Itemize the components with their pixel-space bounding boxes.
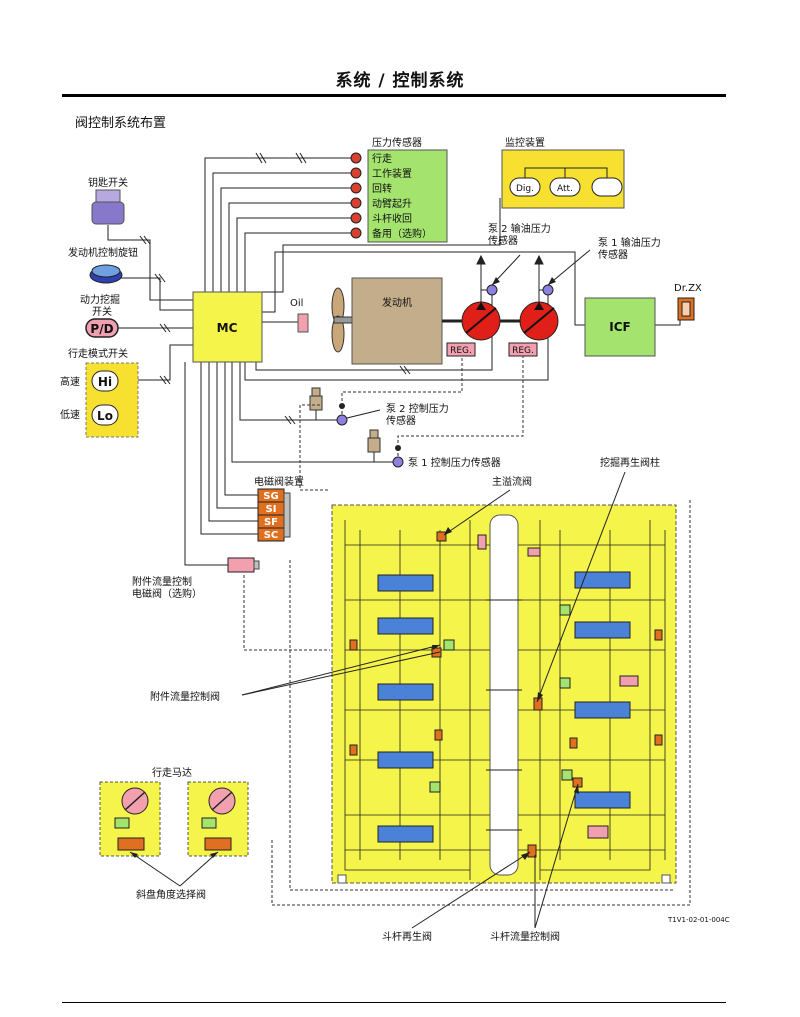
mc-label: MC (217, 321, 238, 335)
page-title: 系统 / 控制系统 (335, 71, 465, 91)
travel-motor-right (187, 781, 249, 857)
attach-solenoid-label-2: 电磁阀（选购） (132, 587, 202, 600)
solenoid-unit (257, 488, 291, 542)
pump-1-ctrl-valve (367, 429, 381, 453)
pump-2-ctrl-valve (309, 387, 323, 411)
att-button (549, 177, 581, 197)
pump-1-sensor (542, 284, 554, 296)
oil-label: Oil (290, 298, 303, 309)
solenoid-sf: SF (264, 517, 278, 528)
low-speed-label: 低速 (60, 408, 80, 421)
blank-button (591, 177, 623, 197)
pump-1-ctrl-sensor (392, 456, 404, 468)
pump-2-sensor (486, 284, 498, 296)
reg-2-box (446, 342, 476, 357)
travel-motor-left (99, 781, 161, 857)
icf-label: ICF (609, 320, 630, 334)
ps-item-optional: 备用（选购） (372, 227, 432, 240)
arm-regen-label: 斗杆再生阀 (382, 930, 432, 943)
key-switch-label: 钥匙开关 (88, 176, 128, 189)
drzx-label: Dr.ZX (674, 283, 702, 294)
pressure-sensor-title: 压力传感器 (372, 136, 422, 149)
lo-button (91, 404, 119, 426)
swash-angle-label: 斜盘角度选择阀 (136, 888, 206, 901)
ps-item-travel: 行走 (372, 152, 392, 165)
engine-dial-icon (89, 264, 123, 284)
engine-box (351, 277, 443, 365)
travel-motor-label: 行走马达 (152, 766, 192, 779)
header-rule (62, 94, 726, 97)
mc-box (192, 291, 263, 363)
key-switch-icon (91, 189, 125, 225)
ps-item-front: 工作装置 (372, 167, 412, 180)
solenoid-sg: SG (263, 491, 278, 502)
pump-1-sensor-label-2: 传感器 (598, 248, 628, 261)
solenoid-title: 电磁阀装置 (254, 475, 304, 488)
pump-1-ctrl-label: 泵 1 控制压力传感器 (408, 456, 501, 469)
pd-label: P/D (90, 322, 113, 336)
ps-item-arm-roll: 斗杆收回 (372, 212, 412, 225)
pump-2-icon (461, 301, 501, 341)
pump-2-sensor-label-2: 传感器 (488, 234, 518, 247)
pump-1-icon (519, 301, 559, 341)
icf-box (584, 297, 656, 357)
ps-item-boom-raise: 动臂起升 (372, 197, 412, 210)
attach-flow-label: 附件流量控制阀 (150, 690, 220, 703)
control-valve-body (331, 504, 677, 884)
attach-solenoid (227, 557, 255, 573)
arm-flow-label: 斗杆流量控制阀 (490, 930, 560, 943)
high-speed-label: 高速 (60, 375, 80, 388)
oil-sensor (297, 313, 309, 333)
engine-label: 发动机 (382, 296, 412, 309)
power-dig-label-2: 开关 (92, 305, 112, 318)
pd-switch: P/D (85, 318, 119, 338)
pump-1-sensor-label-1: 泵 1 输油压力 (598, 236, 661, 249)
dig-regen-label: 挖掘再生阀柱 (600, 456, 660, 469)
ps-item-swing: 回转 (372, 182, 392, 195)
solenoid-si: SI (266, 504, 277, 515)
engine-dial-label: 发动机控制旋钮 (68, 246, 138, 259)
monitor-title: 监控装置 (505, 136, 545, 149)
pressure-sensor-box (367, 149, 448, 243)
pump-2-sensor-label-1: 泵 2 输油压力 (488, 222, 551, 235)
pressure-sensor-dots (350, 152, 362, 239)
hi-label: Hi (98, 375, 112, 389)
figure-reference: T1V1-02-01-004C (667, 916, 730, 924)
pump-2-ctrl-label-2: 传感器 (386, 414, 416, 427)
power-dig-label-1: 动力挖掘 (80, 293, 120, 306)
pump-2-ctrl-label-1: 泵 2 控制压力 (386, 402, 449, 415)
fan-icon (331, 287, 353, 353)
reg-2-label: REG. (450, 346, 472, 356)
lo-label: Lo (97, 409, 113, 423)
signal-wires (106, 157, 681, 566)
main-relief-label: 主溢流阀 (492, 475, 532, 488)
solenoid-sc: SC (264, 530, 279, 541)
pump-2-ctrl-sensor (336, 414, 348, 426)
attach-solenoid-label-1: 附件流量控制 (132, 575, 192, 588)
dig-button (509, 177, 541, 197)
footer-rule (62, 1002, 726, 1003)
hi-button (91, 370, 119, 392)
reg-1-label: REG. (512, 346, 534, 356)
dig-label: Dig. (516, 184, 534, 194)
travel-mode-label: 行走模式开关 (68, 347, 128, 360)
att-label: Att. (557, 184, 573, 194)
section-title: 阀控制系统布置 (75, 116, 167, 131)
